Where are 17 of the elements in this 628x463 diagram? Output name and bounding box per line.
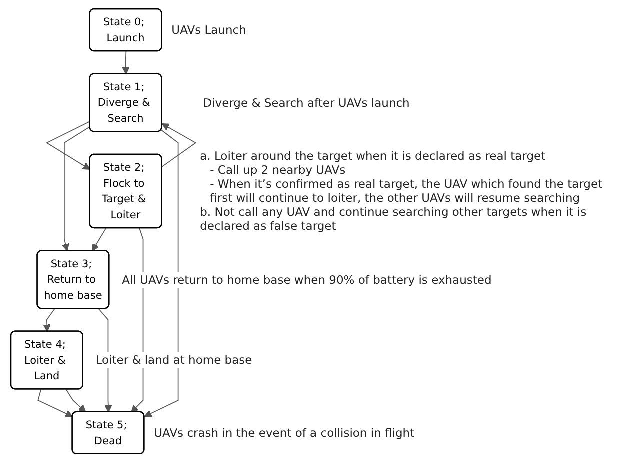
description-text: UAVs Launch	[172, 23, 248, 38]
arrow	[46, 121, 91, 170]
arrow	[144, 130, 179, 418]
description-text: a. Loiter around the target when it is declared as real target	[200, 149, 547, 164]
arrow	[92, 228, 107, 252]
arrow	[62, 126, 91, 252]
description-text: b. Not call any UAV and continue searching other targets when it is declared as false target	[200, 205, 588, 234]
arrow	[66, 389, 86, 413]
arrow	[38, 389, 74, 418]
arrow	[122, 51, 130, 75]
description-text: All UAVs return to home base when 90% of battery is exhausted	[122, 272, 492, 287]
description-text: UAVs crash in the event of a collision in flight	[154, 426, 416, 440]
arrow	[162, 123, 197, 168]
arrow	[43, 308, 56, 332]
description-text: Loiter & land at home base	[96, 353, 252, 368]
description-text: Diverge & Search after UAVs launch	[203, 96, 411, 110]
description-text: - Call up 2 nearby UAVs	[209, 163, 347, 178]
